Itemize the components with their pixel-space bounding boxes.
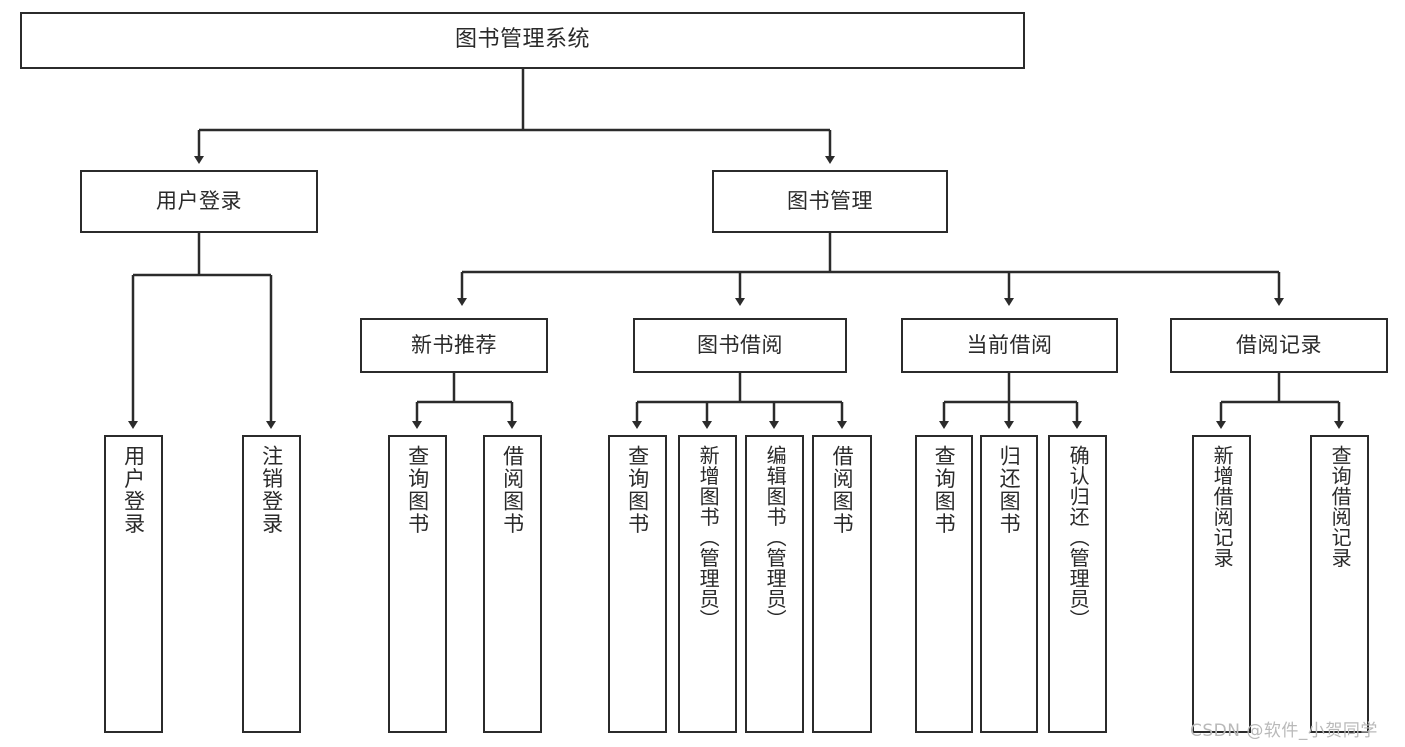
node-label: 借阅记录 — [1236, 332, 1322, 357]
leaf-user-logout[interactable]: 注销登录 — [242, 435, 301, 733]
leaf-confirm-return-admin[interactable]: 确认归还（管理员） — [1048, 435, 1107, 733]
leaf-query-borrow-record[interactable]: 查询借阅记录 — [1310, 435, 1369, 733]
node-label: 新增借阅记录 — [1210, 445, 1235, 568]
node-label: 用户登录 — [121, 445, 146, 535]
node-label: 查询图书 — [405, 445, 430, 535]
csdn-watermark: CSDN @软件_小贺同学 — [1190, 721, 1378, 741]
node-book-management[interactable]: 图书管理 — [712, 170, 948, 233]
leaf-edit-book-admin[interactable]: 编辑图书（管理员） — [745, 435, 804, 733]
leaf-query-book-current[interactable]: 查询图书 — [915, 435, 973, 733]
node-label: 借阅图书 — [830, 445, 855, 535]
node-label: 查询借阅记录 — [1328, 445, 1353, 568]
node-label: 编辑图书（管理员） — [763, 445, 788, 630]
node-label: 用户登录 — [156, 188, 242, 213]
leaf-query-book-recommend[interactable]: 查询图书 — [388, 435, 447, 733]
node-current-borrow[interactable]: 当前借阅 — [901, 318, 1118, 373]
node-label: 借阅图书 — [500, 445, 525, 535]
leaf-user-login[interactable]: 用户登录 — [104, 435, 163, 733]
node-user-login[interactable]: 用户登录 — [80, 170, 318, 233]
node-label: 图书管理系统 — [454, 27, 590, 53]
node-label: 图书管理 — [787, 188, 873, 213]
node-label: 归还图书 — [997, 445, 1022, 535]
leaf-borrow-book[interactable]: 借阅图书 — [812, 435, 872, 733]
node-book-borrow[interactable]: 图书借阅 — [633, 318, 847, 373]
node-new-book-recommend[interactable]: 新书推荐 — [360, 318, 548, 373]
node-label: 查询图书 — [932, 445, 957, 535]
leaf-add-book-admin[interactable]: 新增图书（管理员） — [678, 435, 737, 733]
leaf-return-book[interactable]: 归还图书 — [980, 435, 1038, 733]
node-label: 确认归还（管理员） — [1066, 445, 1091, 630]
leaf-borrow-book-recommend[interactable]: 借阅图书 — [483, 435, 542, 733]
node-label: 图书借阅 — [697, 332, 783, 357]
node-label: 注销登录 — [259, 445, 284, 535]
leaf-query-book-borrow[interactable]: 查询图书 — [608, 435, 667, 733]
node-label: 新增图书（管理员） — [696, 445, 721, 630]
node-label: 查询图书 — [625, 445, 650, 535]
node-borrow-records[interactable]: 借阅记录 — [1170, 318, 1388, 373]
node-label: 新书推荐 — [411, 332, 497, 357]
node-root-system[interactable]: 图书管理系统 — [20, 12, 1025, 69]
node-label: 当前借阅 — [966, 332, 1053, 357]
leaf-add-borrow-record[interactable]: 新增借阅记录 — [1192, 435, 1251, 733]
